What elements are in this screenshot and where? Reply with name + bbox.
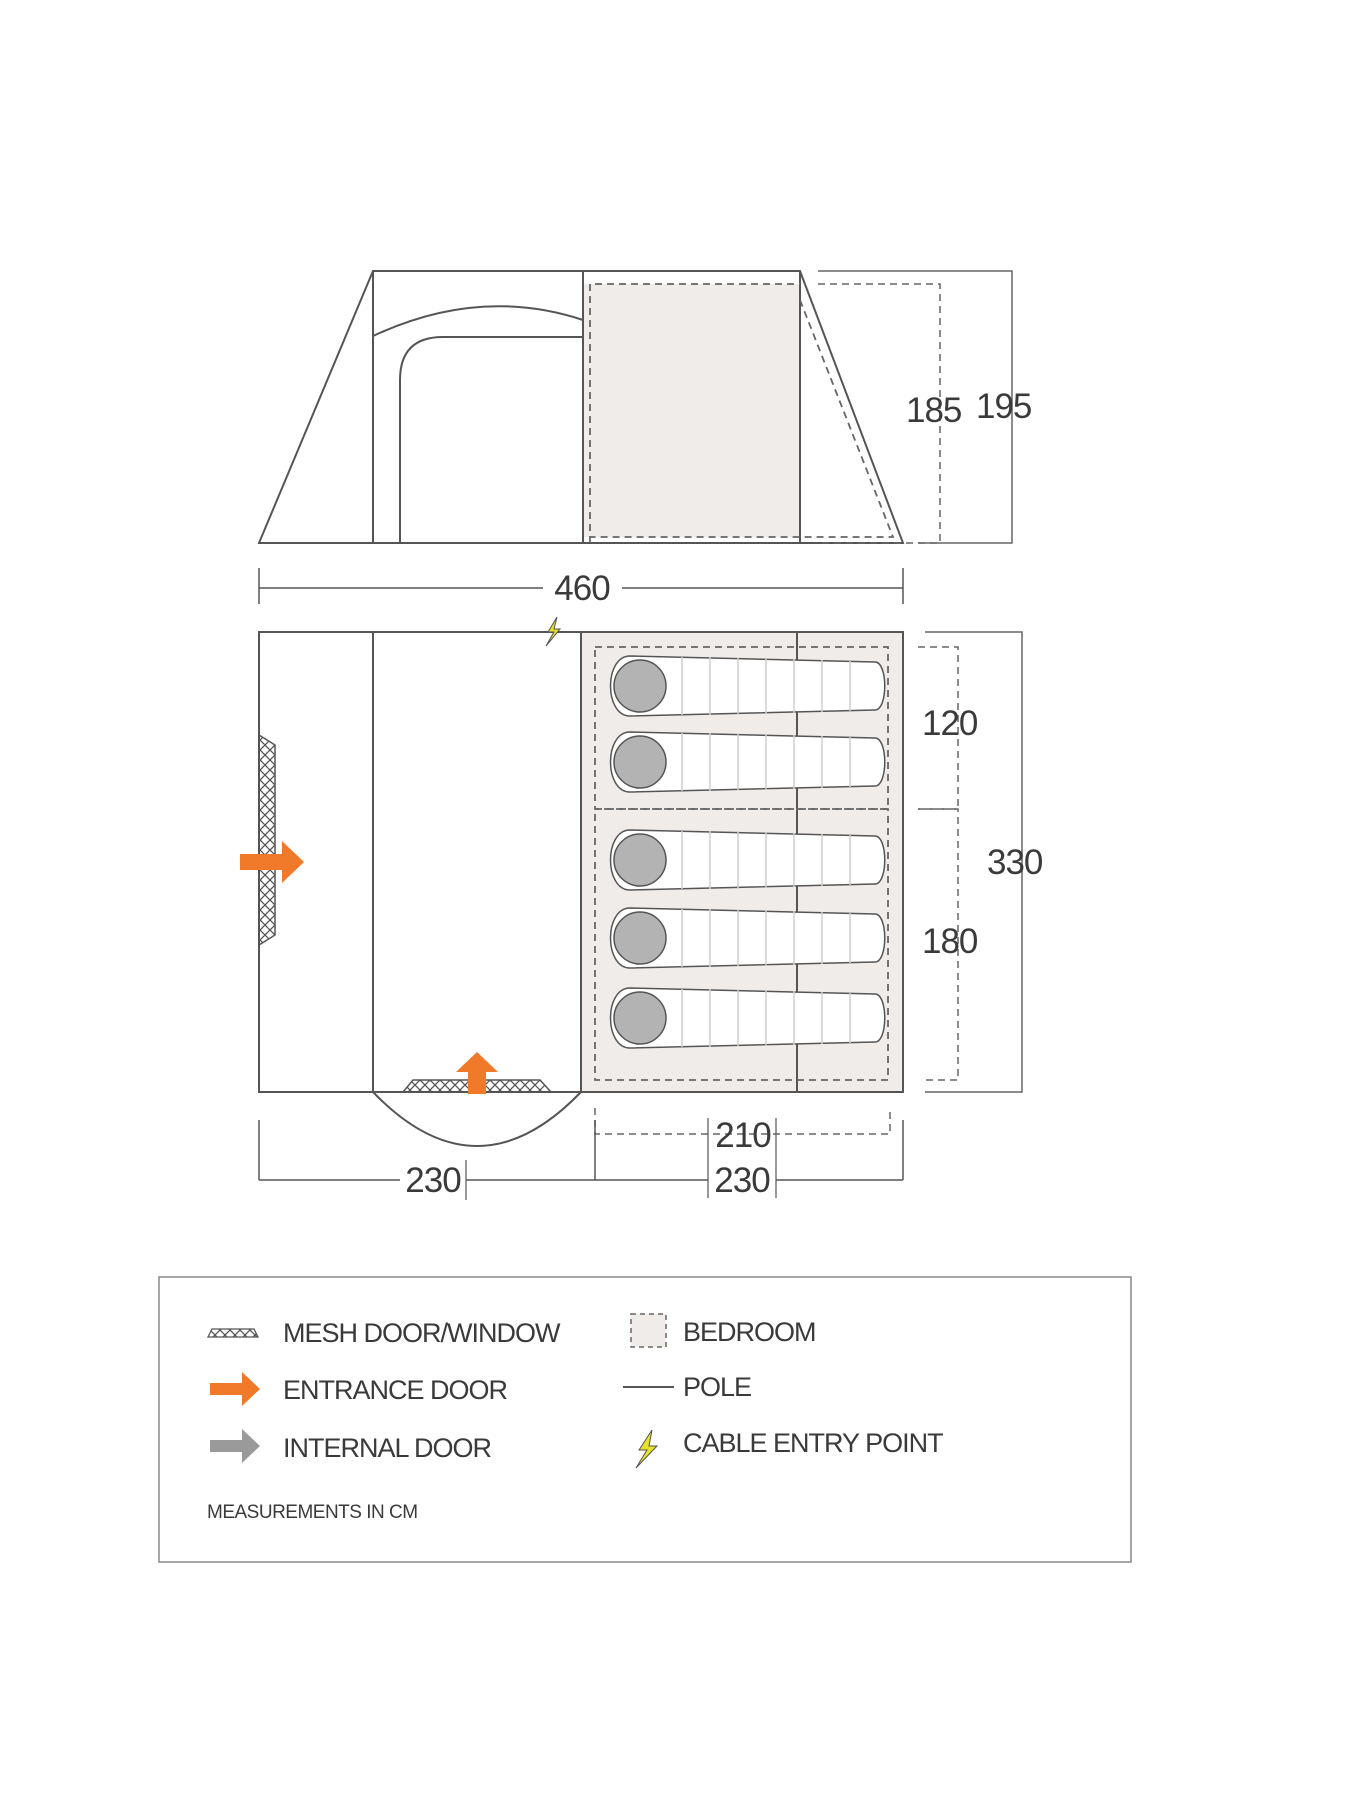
legend-mesh-label: MESH DOOR/WINDOW (283, 1318, 561, 1348)
top-bedroom-width-guide (918, 646, 959, 810)
legend-box (158, 1276, 1132, 1563)
width-dimensions: 120 180 330 (918, 631, 1044, 1093)
sleeping-bag (609, 731, 886, 793)
total-width-guide (925, 631, 1023, 1093)
cable-entry-icon (545, 616, 562, 647)
length-dimension: 460 (258, 568, 904, 608)
total-length-label: 460 (554, 569, 610, 608)
outer-height-label: 195 (976, 387, 1031, 426)
bedroom-length-label: 230 (714, 1161, 770, 1200)
measurements-note: MEASUREMENTS IN CM (207, 1502, 418, 1523)
floor-plan (240, 616, 904, 1147)
front-porch-arc (372, 1091, 582, 1147)
bedroom-side-fill (583, 284, 800, 537)
legend-cable-label: CABLE ENTRY POINT (683, 1428, 943, 1458)
sleeping-bag (609, 907, 886, 969)
internal-arrow-icon (210, 1429, 260, 1463)
bedroom-depth-label: 210 (715, 1116, 771, 1155)
cable-entry-swatch-icon (635, 1429, 659, 1469)
sleeping-bag (609, 987, 886, 1049)
legend-entrance-label: ENTRANCE DOOR (283, 1375, 508, 1405)
height-dimensions: 185 195 (818, 270, 1032, 544)
bedroom-compartment-bottom (594, 808, 889, 1081)
living-length-label: 230 (405, 1161, 461, 1200)
side-elevation (257, 270, 905, 544)
outer-height-guide (818, 270, 1013, 544)
entrance-door-arrow-front (456, 1052, 498, 1094)
bedroom-swatch-icon (630, 1313, 667, 1348)
mesh-door-left (258, 733, 276, 947)
legend-bedroom-label: BEDROOM (683, 1317, 816, 1347)
door-arch (372, 305, 584, 337)
sleeping-bag (609, 655, 886, 717)
inner-height-guide (818, 283, 941, 544)
legend: MESH DOOR/WINDOW ENTRANCE DOOR INTERNAL … (158, 1276, 1132, 1563)
bedroom-side-dashed (589, 283, 895, 543)
sleeping-bag (609, 829, 886, 891)
mesh-swatch-icon (206, 1328, 260, 1338)
legend-pole-label: POLE (683, 1372, 751, 1402)
tent-side-outline (257, 270, 905, 544)
side-door-outline (399, 336, 583, 543)
bottom-dimensions: 210 230 230 (258, 1108, 904, 1200)
entrance-door-arrow-left (240, 841, 304, 883)
inner-height-label: 185 (906, 391, 961, 430)
bottom-bedroom-width-guide (918, 808, 959, 1081)
legend-internal-label: INTERNAL DOOR (283, 1433, 492, 1463)
entrance-arrow-icon (210, 1372, 260, 1406)
bottom-bedroom-width-label: 180 (922, 922, 978, 961)
total-width-label: 330 (987, 843, 1043, 882)
top-bedroom-width-label: 120 (922, 704, 978, 743)
